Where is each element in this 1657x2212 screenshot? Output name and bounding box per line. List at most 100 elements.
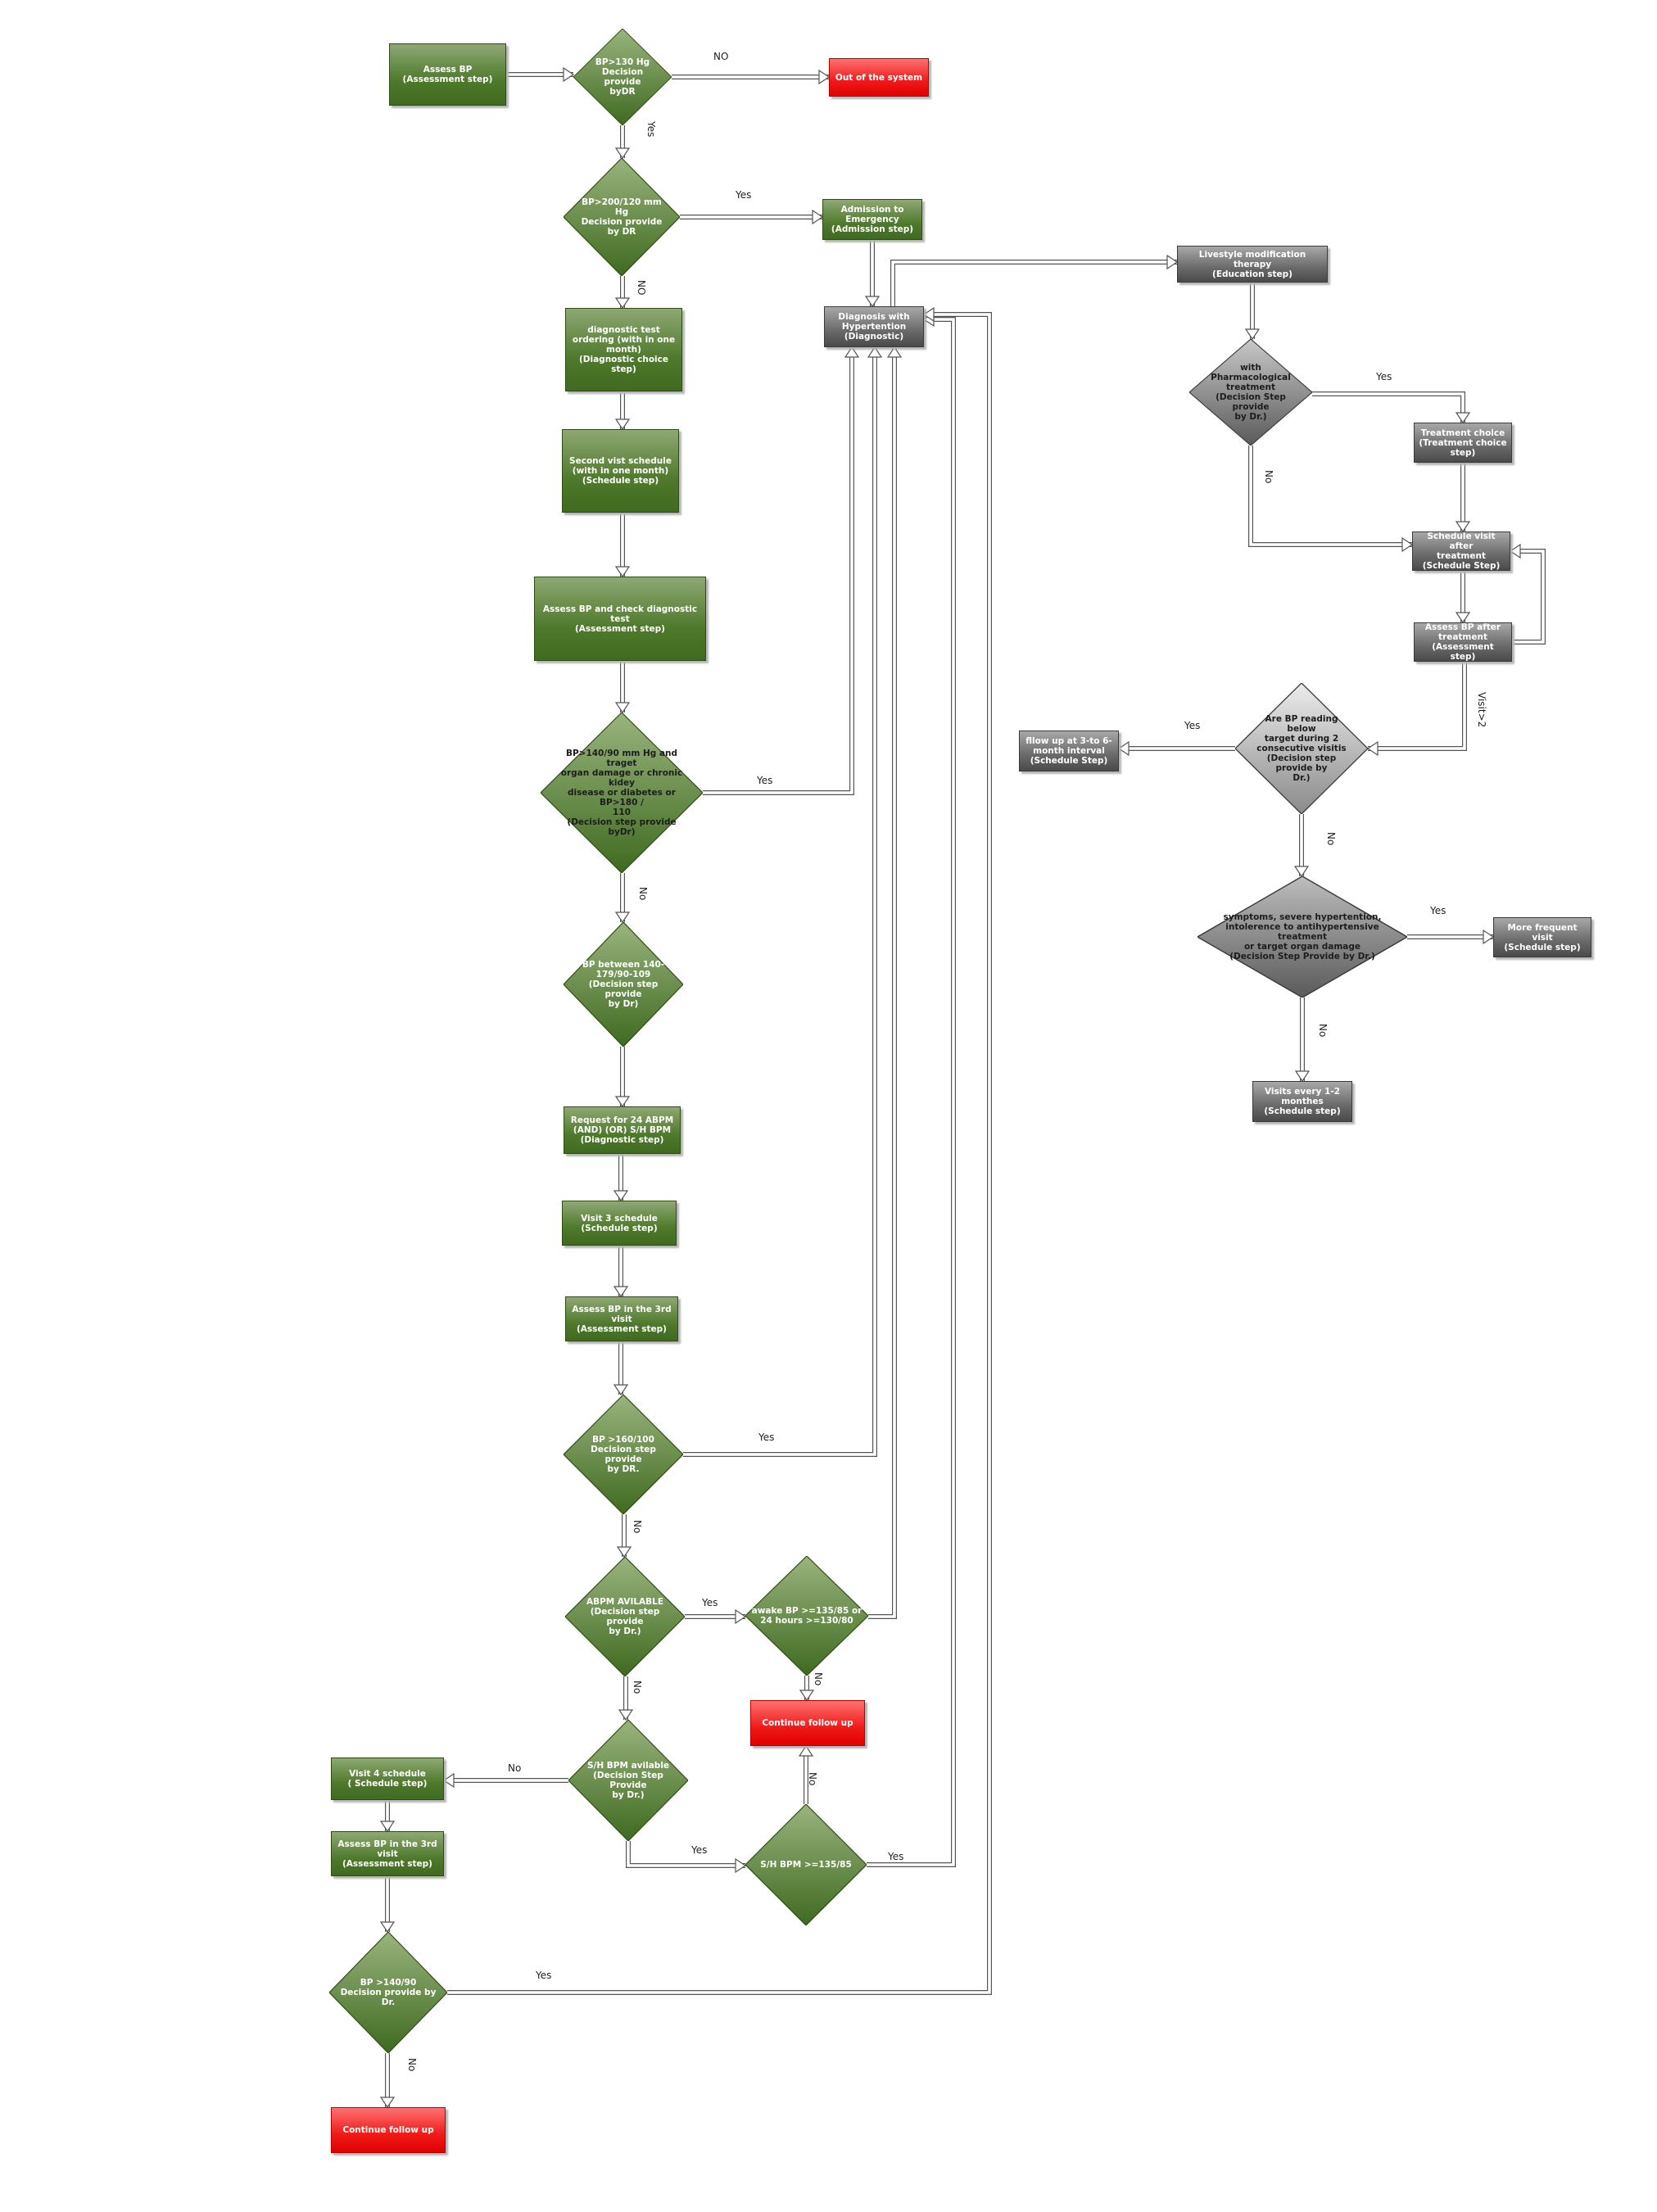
e-assess-bp140-arrowhead bbox=[614, 702, 631, 714]
e-bp160-diag bbox=[683, 347, 876, 1456]
assess-check-diagnostic-box: Assess BP and check diagnostic test (Ass… bbox=[534, 577, 706, 661]
e-assess-target-outline bbox=[1368, 662, 1467, 751]
decision-sh-bpm-135: S/H BPM >=135/85 bbox=[745, 1804, 867, 1925]
decision-bp-between: BP between 140- 179/90-109 (Decision ste… bbox=[564, 922, 683, 1047]
decision-pharmacological: with Pharmacological treatment (Decision… bbox=[1189, 339, 1312, 446]
label-yes-abpm: Yes bbox=[702, 1597, 718, 1608]
e-pharm-treatment-outline bbox=[1312, 391, 1465, 423]
e-bp140-90-diag-arrowhead bbox=[922, 306, 935, 323]
e-bp160-abpm-arrowhead bbox=[616, 1546, 632, 1558]
e-pharm-schedule-arrowhead bbox=[1401, 536, 1414, 553]
e-visit4-assess-arrowhead bbox=[379, 1821, 396, 1833]
e-pharm-schedule-outline bbox=[1248, 446, 1412, 547]
treatment-choice-box: Treatment choice (Treatment choice step) bbox=[1414, 423, 1512, 463]
label-visit2: Visit>2 bbox=[1476, 692, 1487, 728]
second-visit-box: Second vist schedule (with in one month)… bbox=[562, 429, 679, 513]
e-second-assess-arrowhead bbox=[614, 566, 631, 578]
e-admission-diag-arrowhead bbox=[864, 296, 881, 308]
label-no-target140: No bbox=[637, 887, 649, 901]
e-target-symptoms-arrowhead bbox=[1293, 866, 1310, 878]
label-no-target: No bbox=[1325, 832, 1337, 846]
decision-pharmacological-text: with Pharmacological treatment (Decision… bbox=[1211, 363, 1291, 422]
label-no-bp140-90: No bbox=[406, 2058, 418, 2072]
e-sh-visit4-arrowhead bbox=[442, 1772, 455, 1789]
request-abpm-box: Request for 24 ABPM (AND) (OR) S/H BPM (… bbox=[564, 1106, 681, 1154]
e-awake-diag-outline bbox=[868, 347, 897, 1619]
e-request-visit3-arrowhead bbox=[613, 1190, 629, 1202]
decision-bp160: BP >160/100 Decision step provide by DR. bbox=[564, 1395, 683, 1514]
e-sh135-diag-outline bbox=[867, 317, 956, 1867]
more-frequent-visit-box: More frequent visit (Schedule step) bbox=[1493, 917, 1591, 957]
e-sh-sh135-arrowhead bbox=[735, 1857, 747, 1874]
e-bp160-diag-arrowhead bbox=[867, 346, 883, 358]
diagnosis-hypertension-box: Diagnosis with Hypertention (Diagnostic) bbox=[824, 306, 924, 347]
label-yes-bp140-90: Yes bbox=[536, 1970, 552, 1981]
decision-bp140-90: BP >140/90 Decision provide by Dr. bbox=[329, 1932, 447, 2053]
e-abpm-awake-arrowhead bbox=[735, 1608, 747, 1625]
e-assess3-bp160-arrowhead bbox=[613, 1384, 629, 1396]
e-diagtest-second-arrowhead bbox=[614, 418, 631, 431]
label-no-bp160: No bbox=[632, 1520, 643, 1534]
schedule-after-treatment-box: Schedule visit after treatment (Schedule… bbox=[1412, 532, 1510, 571]
decision-symptoms: symptoms, severe hypertention, intoleren… bbox=[1197, 876, 1407, 997]
follow-up-interval-box: fllow up at 3-to 6- month interval (Sche… bbox=[1019, 731, 1119, 771]
admission-box: Admission to Emergency (Admission step) bbox=[822, 199, 922, 240]
e-bp140-diag bbox=[703, 347, 853, 794]
label-no-symptoms: No bbox=[1317, 1024, 1329, 1038]
decision-abpm-available: ABPM AVILABLE (Decision step provide by … bbox=[565, 1557, 685, 1676]
decision-bp140-90-text: BP >140/90 Decision provide by Dr. bbox=[340, 1978, 437, 2007]
e-assess-to-bp130-arrowhead bbox=[563, 66, 575, 83]
e-bp140-diag-arrowhead bbox=[844, 346, 860, 358]
decision-bp200: BP>200/120 mm Hg Decision provide by DR bbox=[564, 158, 680, 276]
e-schedule-assess-arrowhead bbox=[1455, 612, 1471, 624]
e-awake-diag-arrowhead bbox=[886, 346, 903, 358]
e-assess-schedule-loop bbox=[1510, 550, 1545, 644]
visits-1-2-months-box: Visits every 1-2 monthes (Schedule step) bbox=[1252, 1081, 1352, 1122]
e-bp140-diag-outline bbox=[703, 347, 854, 795]
e-visit3-assess3-arrowhead bbox=[613, 1286, 629, 1298]
out-of-system-box: Out of the system bbox=[829, 58, 929, 97]
label-no-bp200: NO bbox=[636, 280, 647, 296]
e-assess-target bbox=[1368, 662, 1466, 750]
e-bp140-90-continue-arrowhead bbox=[379, 2097, 396, 2109]
decision-bp130: BP>130 Hg Decision provide byDR bbox=[573, 29, 672, 125]
e-pharm-schedule bbox=[1249, 446, 1412, 546]
e-assess-schedule-loop-arrowhead bbox=[1509, 543, 1521, 559]
e-awake-continue-arrowhead bbox=[799, 1690, 815, 1702]
e-abpm-sh-arrowhead bbox=[618, 1709, 634, 1721]
decision-bp160-text: BP >160/100 Decision step provide by DR. bbox=[591, 1435, 656, 1474]
label-yes-bp160: Yes bbox=[758, 1432, 775, 1443]
label-no-out: NO bbox=[713, 51, 729, 62]
label-yes-bp130: Yes bbox=[645, 121, 657, 138]
diagnostic-test-order-box: diagnostic test ordering (with in one mo… bbox=[565, 308, 682, 391]
label-yes-sh135: Yes bbox=[888, 1851, 904, 1862]
e-symptoms-visits-arrowhead bbox=[1294, 1070, 1311, 1083]
label-yes-bp200: Yes bbox=[736, 189, 752, 201]
assess-3rd-visit-box-b: Assess BP in the 3rd visit (Assessment s… bbox=[331, 1831, 444, 1876]
e-treatment-schedule-arrowhead bbox=[1455, 521, 1471, 533]
e-assess-target-arrowhead bbox=[1366, 740, 1379, 757]
visit4-box: Visit 4 schedule ( Schedule step) bbox=[331, 1757, 444, 1800]
e-bp160-diag-outline bbox=[683, 347, 877, 1457]
decision-bp130-text: BP>130 Hg Decision provide byDR bbox=[595, 57, 650, 97]
decision-sh-bpm-available-text: S/H BPM avilable (Decision Step Provide … bbox=[586, 1761, 670, 1800]
e-sh-sh135-outline bbox=[626, 1841, 745, 1868]
decision-awake-bp: awake BP >=135/85 or 24 hours >=130/80 bbox=[745, 1556, 868, 1676]
label-yes-symptoms: Yes bbox=[1430, 905, 1446, 916]
e-bp130-out-arrowhead bbox=[818, 69, 831, 85]
e-sh135-continue-arrowhead bbox=[798, 1744, 814, 1757]
label-no-sh135: No bbox=[807, 1772, 818, 1786]
label-no-sh-avail: No bbox=[508, 1762, 522, 1774]
e-lifestyle-pharm-arrowhead bbox=[1244, 328, 1261, 341]
decision-bp140-target-organ: BP>140/90 mm Hg and traget organ damage … bbox=[541, 712, 703, 873]
e-diag-lifestyle-arrowhead bbox=[1166, 254, 1179, 270]
decision-bp200-text: BP>200/120 mm Hg Decision provide by DR bbox=[581, 197, 663, 237]
label-no-abpm: No bbox=[632, 1680, 643, 1694]
decision-bp-target-text: Are BP reading below target during 2 con… bbox=[1256, 714, 1347, 783]
e-sh135-diag bbox=[867, 318, 955, 1866]
e-pharm-treatment-arrowhead bbox=[1455, 412, 1471, 424]
e-sh-sh135 bbox=[627, 1841, 745, 1867]
decision-sh-bpm-available: S/H BPM avilable (Decision Step Provide … bbox=[568, 1720, 688, 1841]
label-yes-target140: Yes bbox=[757, 775, 773, 786]
